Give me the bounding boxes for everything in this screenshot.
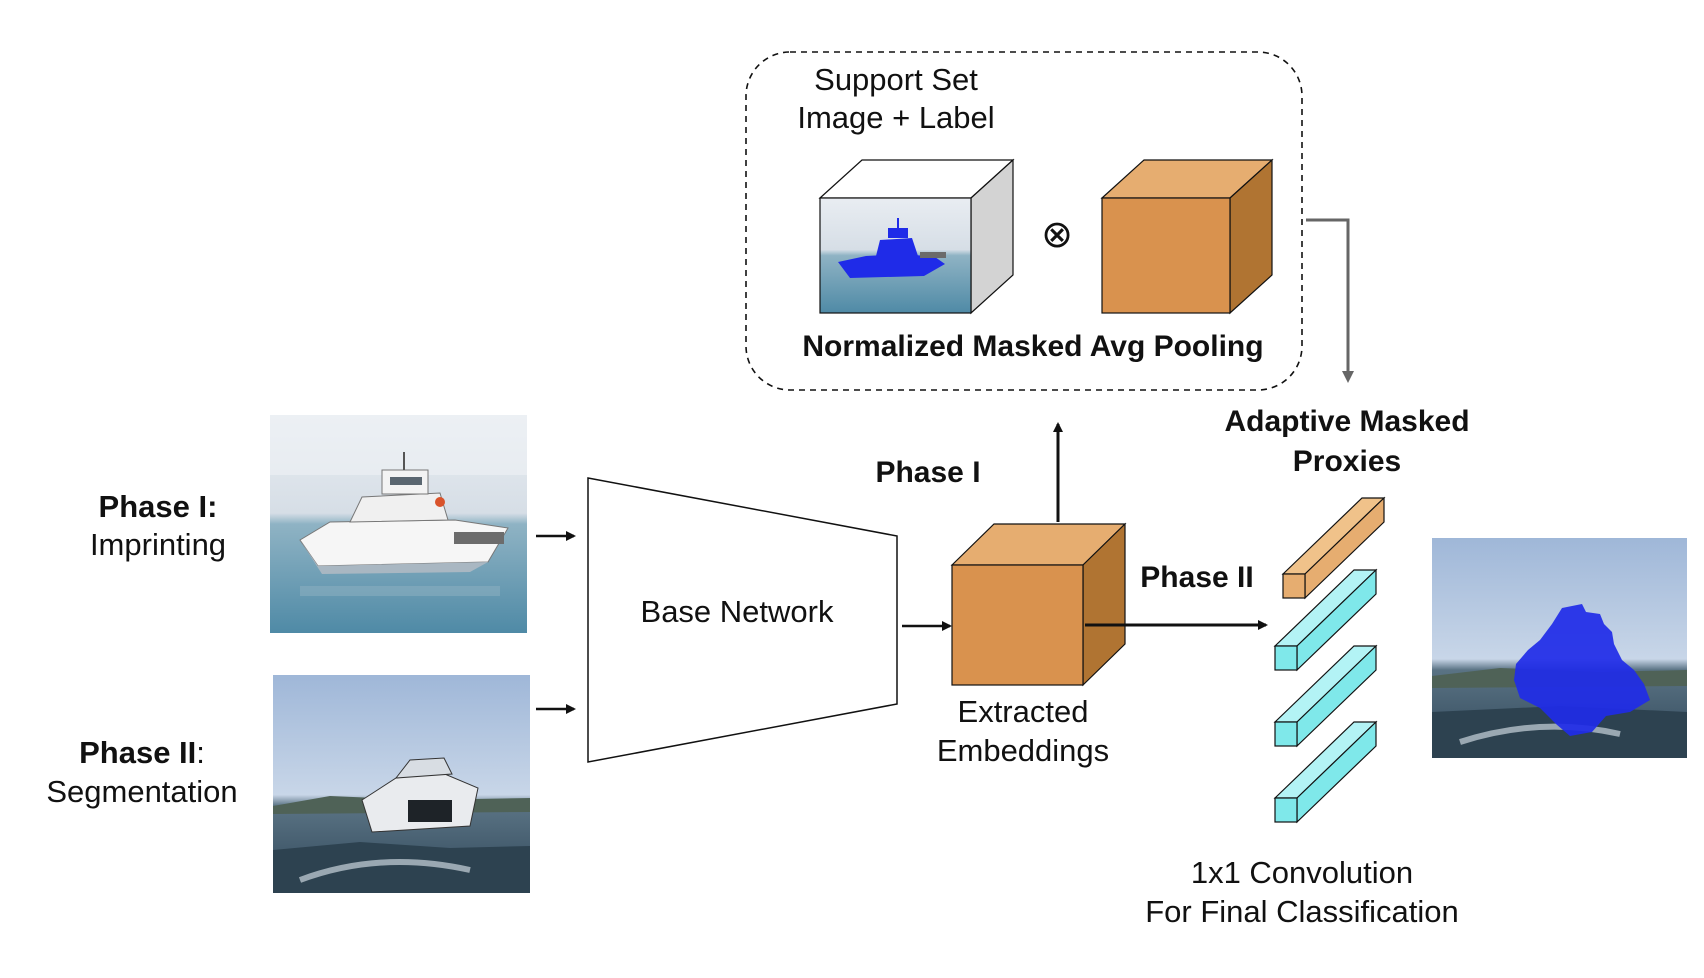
- phase2-subtitle: Segmentation: [46, 774, 237, 809]
- output-segmentation-photo: [1432, 538, 1687, 758]
- proxy-cyan-2: [1273, 644, 1378, 748]
- proxy-cyan-3: [1273, 720, 1378, 824]
- masked-boat-thumbnail: [838, 218, 946, 278]
- proxies-title-line1: Adaptive Masked: [1224, 405, 1469, 438]
- phase1-arrow-label: Phase I: [875, 456, 980, 489]
- phase2-arrow-label: Phase II: [1140, 561, 1253, 594]
- phase2-input: Phase II: Segmentation: [46, 675, 576, 893]
- phase2-boat-photo: [273, 675, 530, 893]
- phase1-subtitle: Imprinting: [90, 527, 226, 562]
- otimes-operator: ⊗: [1041, 214, 1073, 256]
- proxy-cyan-1: [1273, 568, 1378, 672]
- extracted-embeddings-cube: [950, 522, 1127, 687]
- proxies-caption-line1: 1x1 Convolution: [1191, 855, 1413, 890]
- support-to-proxies-arrow: [1306, 218, 1354, 383]
- phase1-title: Phase I:: [99, 489, 218, 524]
- base-network-label: Base Network: [641, 594, 834, 629]
- pooling-caption: Normalized Masked Avg Pooling: [802, 330, 1263, 363]
- proxies-title-line2: Proxies: [1293, 445, 1401, 478]
- proxies-caption-line2: For Final Classification: [1145, 894, 1459, 929]
- mask-feature-cube: [1100, 158, 1274, 315]
- support-set-panel: Support Set Image + Label ⊗ Normalized M…: [745, 51, 1303, 391]
- support-set-title-line1: Support Set: [814, 62, 978, 97]
- support-set-title-line2: Image + Label: [797, 100, 994, 135]
- segmentation-mask: [1514, 604, 1650, 736]
- phase2-title-group: Phase II:: [79, 735, 205, 770]
- base-network: Base Network: [587, 477, 898, 763]
- embeddings-label-line2: Embeddings: [937, 733, 1109, 768]
- embeddings-label-line1: Extracted: [958, 694, 1089, 729]
- phase1-input: Phase I: Imprinting: [90, 415, 576, 633]
- proxy-orange: [1281, 496, 1386, 600]
- support-set-border: [745, 51, 1303, 391]
- phase2-title: Phase II: [79, 735, 196, 770]
- phase1-boat-photo: [270, 415, 527, 633]
- base-network-shape: [587, 477, 898, 763]
- support-image-cube: [818, 158, 1015, 315]
- phase2-colon: :: [196, 735, 205, 770]
